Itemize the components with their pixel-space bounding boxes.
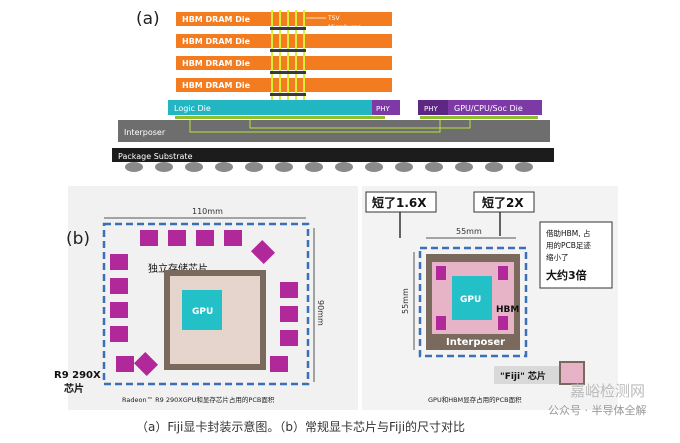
left-footprint-box xyxy=(102,222,310,386)
shorter1-text: 短了1.6X xyxy=(372,195,427,210)
hbm-die-label-3: HBM DRAM Die xyxy=(182,59,251,68)
logic-die xyxy=(168,100,400,115)
right-height-dim: 55mm xyxy=(401,288,410,314)
package-substrate-label: Package Substrate xyxy=(118,152,193,161)
phy-left xyxy=(372,100,400,115)
left-caption: Radeon™ R9 290XGPU和显存芯片占用的PCB面积 xyxy=(122,395,275,404)
logic-die-label: Logic Die xyxy=(174,104,211,113)
interposer-label: Interposer xyxy=(124,128,166,137)
right-caption: GPU和HBM显存占用的PCB面积 xyxy=(428,395,522,404)
right-gpu-label: GPU xyxy=(460,295,481,305)
hbm-die-label-2: HBM DRAM Die xyxy=(182,37,251,46)
panel-b-left: (b) 110mm 90mm 独立存储芯片 GPU R9 290X 芯片 Rad… xyxy=(54,186,358,410)
fiji-mini-chip xyxy=(559,361,585,385)
gpu-die-label: GPU/CPU/Soc Die xyxy=(454,104,523,113)
hbm-die-4 xyxy=(176,78,392,92)
microbump-label: Microbump xyxy=(328,24,362,31)
memory-chips xyxy=(110,230,298,377)
hbm-stacks xyxy=(436,266,508,330)
note-big: 大约3倍 xyxy=(546,268,587,282)
tsv-label: TSV xyxy=(327,15,340,22)
right-footprint-box xyxy=(418,246,528,358)
hbm-die-label-1: HBM DRAM Die xyxy=(182,15,251,24)
left-height-dim: 90mm xyxy=(316,300,325,326)
gpu-die xyxy=(418,100,542,115)
watermark-site: 嘉峪检测网 xyxy=(570,382,645,400)
interposer-label-b: Interposer xyxy=(446,337,505,348)
interposer xyxy=(118,120,550,142)
panel-b-right: 短了1.6X 短了2X 55mm 55mm GPU HBM Interposer… xyxy=(362,186,618,410)
tsv-lines xyxy=(271,10,305,100)
fiji-label-box xyxy=(494,366,574,384)
phy-right xyxy=(418,100,448,115)
shorter2-box xyxy=(473,191,535,213)
hbm-label: HBM xyxy=(496,305,519,315)
note-line3: 缩小了 xyxy=(546,252,569,262)
note-line1: 借助HBM, 占 xyxy=(546,228,591,238)
left-gpu-die xyxy=(182,290,222,330)
shorter1-box xyxy=(365,191,437,213)
solder-balls xyxy=(125,162,533,172)
chip-name-line1: R9 290X xyxy=(54,370,101,381)
microbumps xyxy=(270,27,306,96)
note-line2: 用的PCB足迹 xyxy=(546,240,591,250)
figure-caption: （a）Fiji显卡封装示意图。（b）常规显卡芯片与Fiji的尺寸对比 xyxy=(136,419,465,434)
panel-a-label: (a) xyxy=(136,9,160,29)
watermark-account: 公众号 · 半导体全解 xyxy=(548,403,647,417)
right-width-dim: 55mm xyxy=(456,227,482,236)
hbm-die-1 xyxy=(176,12,392,26)
interposer-wiring xyxy=(189,120,471,133)
die-bumps xyxy=(175,116,538,119)
fiji-gpu-die xyxy=(452,276,492,320)
panel-b-label: (b) xyxy=(66,229,90,249)
hbm-die-2 xyxy=(176,34,392,48)
chip-name-line2: 芯片 xyxy=(64,382,84,395)
shorter2-text: 短了2X xyxy=(482,195,524,210)
phy-left-label: PHY xyxy=(376,105,390,113)
hbm-die-label-4: HBM DRAM Die xyxy=(182,81,251,90)
package-substrate xyxy=(112,148,554,162)
phy-right-label: PHY xyxy=(424,105,438,113)
left-width-dim: 110mm xyxy=(192,207,223,216)
fiji-label: "Fiji" 芯片 xyxy=(500,370,546,382)
note-box xyxy=(539,221,613,289)
hbm-die-3 xyxy=(176,56,392,70)
panel-a: (a) HBM DRAM Die HBM DRAM Die HBM DRAM D… xyxy=(112,9,554,172)
left-gpu-label: GPU xyxy=(192,307,213,317)
